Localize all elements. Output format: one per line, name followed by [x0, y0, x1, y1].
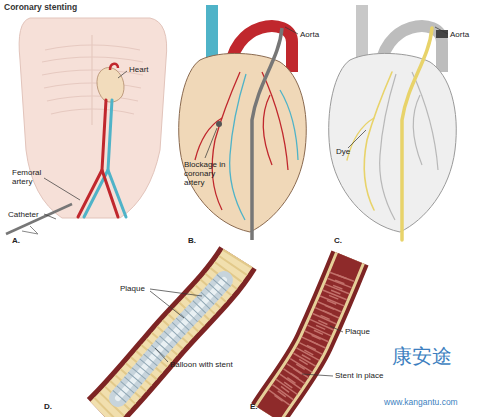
- catheter: [252, 28, 282, 240]
- part-label: Stent in place: [335, 371, 383, 380]
- torso: [19, 18, 167, 218]
- heart: [179, 53, 307, 232]
- part-label: Aorta: [300, 30, 319, 39]
- part-label: Heart: [129, 65, 149, 74]
- panel-letter: E.: [250, 402, 258, 411]
- part-label: Dye: [336, 147, 350, 156]
- panel-letter: B.: [188, 236, 196, 245]
- heart: [329, 53, 457, 232]
- dye: [347, 28, 432, 240]
- part-label: Blockage in coronary artery: [184, 160, 234, 188]
- watermark: 康安途: [392, 345, 452, 368]
- leader-lines: [44, 27, 448, 376]
- aorta-cap: [436, 30, 448, 38]
- part-label: Catheter: [8, 210, 39, 219]
- watermark-url: www.kangantu.com: [384, 398, 458, 408]
- ribs: [42, 35, 143, 125]
- vessel-balloon: [102, 258, 238, 414]
- heart: [97, 68, 124, 103]
- vessel-stent: [268, 258, 350, 414]
- diagram-title: Coronary stenting: [4, 3, 77, 13]
- blockage: [216, 121, 222, 127]
- panel-letter: A.: [12, 236, 20, 245]
- catheter-hub: [22, 226, 38, 234]
- part-label: Balloon with stent: [170, 360, 233, 369]
- panel-letter: C.: [334, 236, 342, 245]
- catheter: [6, 204, 72, 234]
- part-label: Plaque: [345, 327, 370, 336]
- part-label: Plaque: [120, 284, 145, 293]
- part-label: Aorta: [450, 30, 469, 39]
- panel-letter: D.: [44, 402, 52, 411]
- arteries: [78, 100, 126, 217]
- part-label: Femoral artery: [12, 168, 46, 186]
- aorta: [110, 64, 118, 70]
- coronary-arteries: [195, 72, 298, 220]
